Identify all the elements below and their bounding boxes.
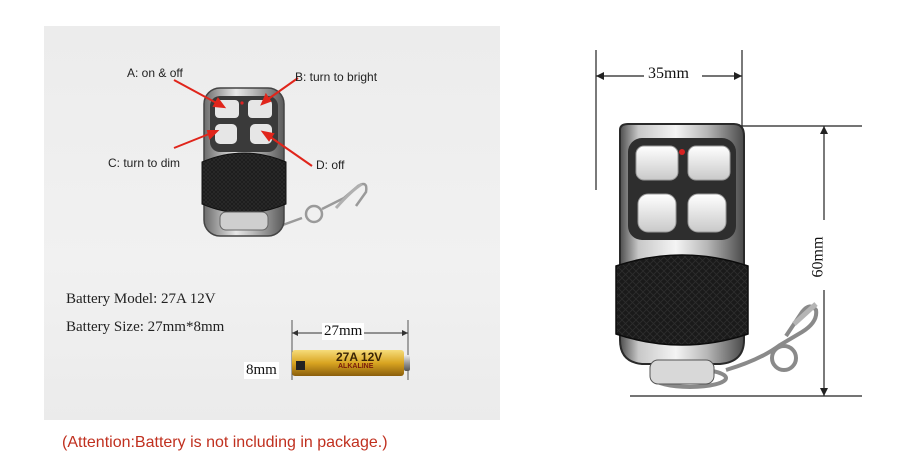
large-remote-illustration — [595, 50, 862, 397]
attention-note: (Attention:Battery is not including in p… — [62, 434, 388, 451]
battery-diameter-label: 8mm — [244, 362, 279, 379]
width-dimension-label: 35mm — [646, 65, 691, 83]
label-button-c: C: turn to dim — [108, 156, 181, 170]
battery-illustration — [291, 320, 410, 380]
height-dimension-label: 60mm — [809, 234, 828, 280]
battery-label-main: 27A 12V — [336, 350, 383, 364]
battery-length-label: 27mm — [322, 323, 365, 340]
label-button-a: A: on & off — [127, 66, 183, 80]
battery-size-text: Battery Size: 27mm*8mm — [66, 319, 225, 335]
label-button-b: B: turn to bright — [295, 70, 378, 84]
label-button-d: D: off — [316, 158, 345, 172]
battery-label-sub: ALKALINE — [338, 363, 374, 370]
battery-model-text: Battery Model: 27A 12V — [66, 291, 216, 307]
small-remote-illustration — [173, 77, 368, 237]
